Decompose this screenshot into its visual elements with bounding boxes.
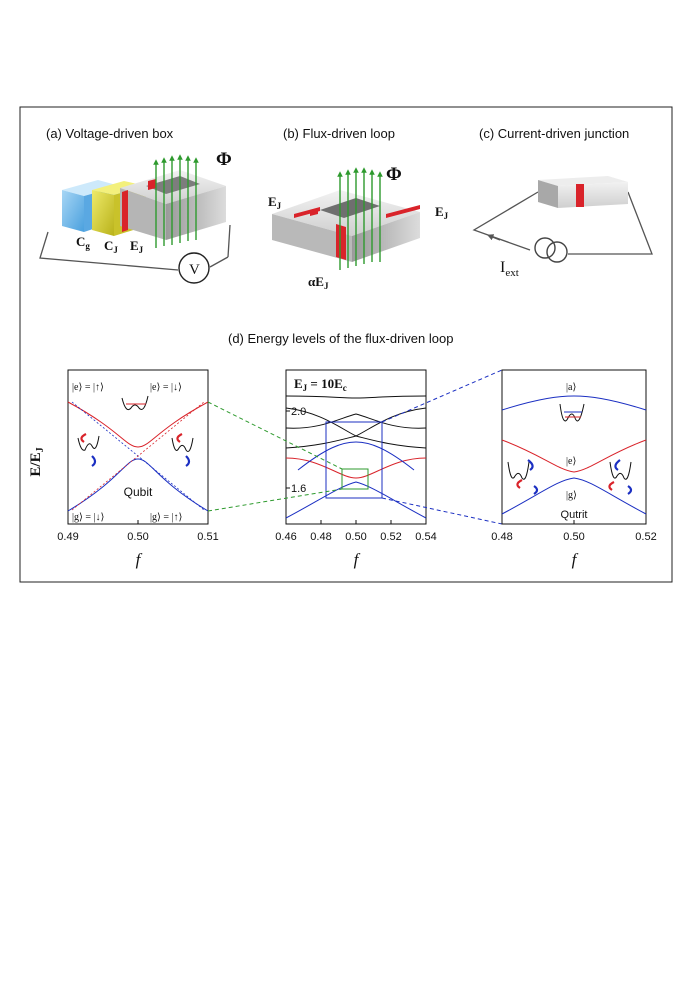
state-e: |e⟩: [566, 456, 576, 467]
panel-a-illustration: [39, 154, 231, 284]
iext-label: Iext: [500, 259, 519, 279]
curve-left-ground: [67, 458, 209, 512]
left-xtick-2: 0.51: [197, 531, 218, 543]
left-xlabel: f: [136, 550, 143, 569]
middle-ytick-0: 2.0: [291, 406, 306, 418]
cj-label: CJ: [104, 238, 118, 255]
caption-d: (d) Energy levels of the flux-driven loo…: [228, 331, 453, 346]
curve-right-a: [501, 395, 647, 411]
panel-c-illustration: [472, 176, 653, 263]
qubit-label: Qubit: [124, 485, 153, 499]
caption-b: (b) Flux-driven loop: [283, 126, 395, 141]
right-xtick-1: 0.50: [563, 531, 584, 543]
caption-c: (c) Current-driven junction: [479, 126, 629, 141]
state-g: |g⟩: [566, 490, 577, 501]
ej-left-label: EJ: [268, 194, 282, 211]
middle-title: EJ = 10Ec: [294, 376, 347, 393]
figure-frame: [19, 106, 673, 583]
panel-b-illustration: [272, 167, 420, 270]
voltage-label: V: [189, 262, 200, 278]
middle-xtick-0: 0.46: [275, 531, 296, 543]
middle-xtick-3: 0.52: [380, 531, 401, 543]
middle-ytick-1: 1.6: [291, 483, 306, 495]
left-xtick-0: 0.49: [57, 531, 78, 543]
alpha-ej-label: αEJ: [308, 274, 329, 291]
caption-a: (a) Voltage-driven box: [46, 126, 174, 141]
middle-xlabel: f: [354, 550, 361, 569]
ej-label-a: EJ: [130, 238, 144, 255]
state-e-left: |e⟩ = |↑⟩: [72, 382, 104, 393]
state-g-right: |g⟩ = |↑⟩: [150, 512, 183, 523]
state-g-left: |g⟩ = |↓⟩: [72, 512, 105, 523]
curve-left-excited: [67, 401, 209, 448]
y-axis-label: E/EJ: [28, 447, 46, 476]
plot-left: [67, 369, 209, 525]
qutrit-label: Qutrit: [561, 509, 588, 521]
phi-label-b: Φ: [386, 164, 402, 185]
right-xtick-0: 0.48: [491, 531, 512, 543]
zoom-line-green-bottom: [207, 488, 343, 512]
curve-right-g: [501, 477, 647, 515]
state-e-right: |e⟩ = |↓⟩: [150, 382, 182, 393]
zoom-line-green-top: [207, 401, 343, 470]
right-xlabel: f: [572, 550, 579, 569]
plot-right: [501, 369, 647, 525]
middle-xtick-1: 0.48: [310, 531, 331, 543]
curve-right-e: [501, 439, 647, 473]
state-a: |a⟩: [566, 382, 576, 393]
zoom-line-blue-top: [381, 369, 503, 423]
left-xtick-1: 0.50: [127, 531, 148, 543]
right-xtick-2: 0.52: [635, 531, 656, 543]
ej-right-label: EJ: [435, 204, 449, 221]
plot-middle: [285, 369, 427, 525]
zoom-line-blue-bottom: [381, 497, 503, 525]
plot-middle-frame: [285, 369, 427, 525]
middle-xtick-2: 0.50: [345, 531, 366, 543]
middle-xtick-4: 0.54: [415, 531, 436, 543]
cg-label: Cg: [76, 234, 90, 251]
phi-label-a: Φ: [216, 149, 232, 170]
